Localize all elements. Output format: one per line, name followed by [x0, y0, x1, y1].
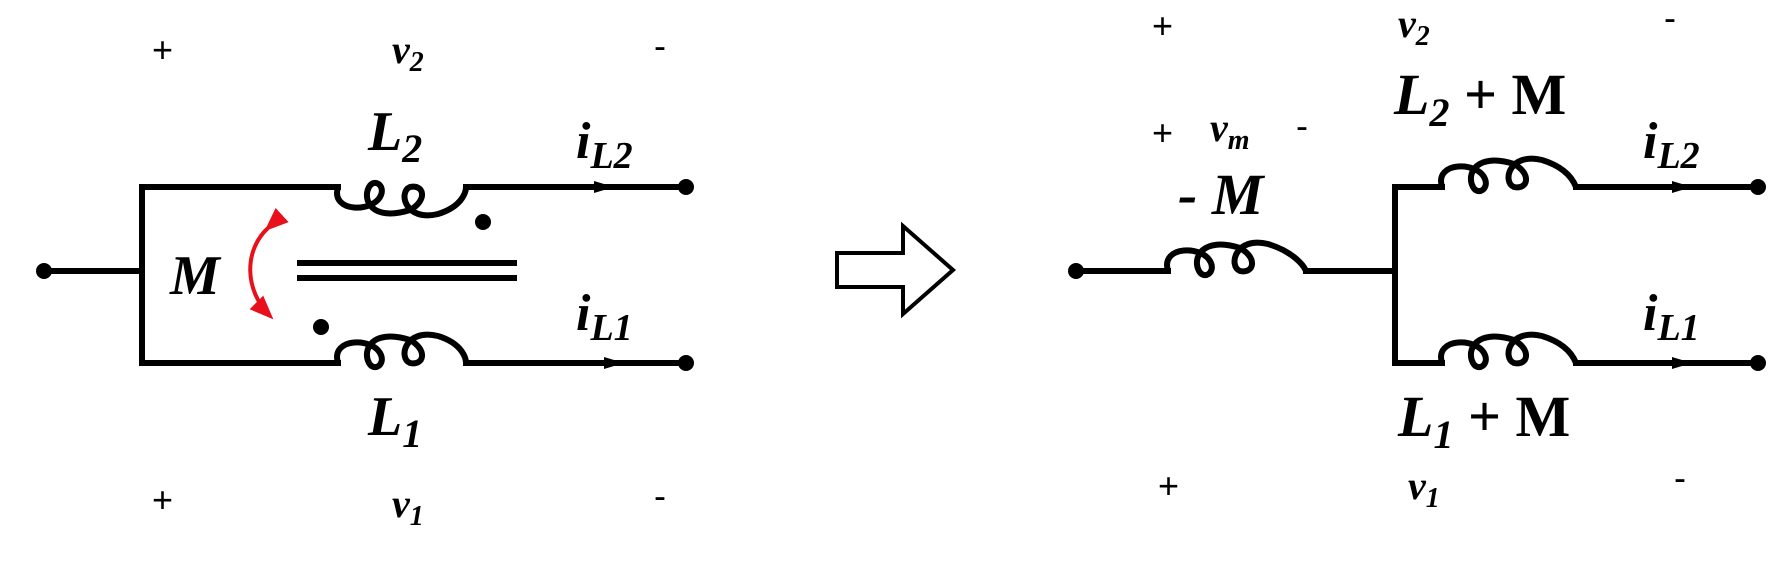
mutual-coupling-arrow [248, 207, 289, 320]
right-v2-minus: - [1664, 0, 1676, 38]
inductor-L2-coil [334, 179, 469, 219]
right-iL2-label: iL2 [1643, 113, 1700, 177]
left-L1-label: L1 [367, 386, 422, 456]
left-iL2-label: iL2 [576, 113, 633, 177]
right-v1-label: v1 [1408, 463, 1440, 514]
right-vm-label: vm [1210, 105, 1250, 156]
right-iL1-label: iL1 [1643, 285, 1700, 349]
inductor-L2-plus-M-coil [1438, 155, 1579, 195]
right-bottom-terminal [1750, 355, 1766, 371]
right-v1-minus: - [1674, 457, 1686, 498]
left-v1-minus: - [654, 475, 666, 516]
left-v2-minus: - [654, 25, 666, 66]
left-bottom-terminal [678, 355, 694, 371]
right-v2-label: v2 [1398, 1, 1430, 52]
right-hollow-arrow-icon [835, 221, 957, 319]
left-v2-label: v2 [392, 27, 424, 78]
left-L2-label: L2 [367, 101, 422, 171]
left-v2-plus: + [152, 29, 173, 70]
left-top-terminal [678, 179, 694, 195]
dot-L2 [475, 214, 491, 230]
left-v1-label: v1 [392, 481, 424, 532]
right-vm-plus: + [1152, 112, 1173, 153]
inductor-L1-coil [334, 331, 469, 371]
left-v1-plus: + [152, 479, 173, 520]
right-L2-plus-M-label: L2 + M [1393, 62, 1566, 135]
right-v1-plus: + [1158, 465, 1179, 506]
right-minus-M-label: - M [1178, 162, 1266, 227]
inductor-L1-plus-M-coil [1438, 331, 1579, 371]
right-circuit: + v2 - L2 + M + vm - - M iL2 iL1 L1 + M … [1068, 0, 1766, 514]
right-vm-minus: - [1296, 105, 1308, 146]
inductor-minus-M-coil [1164, 239, 1309, 279]
left-iL1-label: iL1 [576, 285, 633, 349]
left-circuit: + v2 - L2 iL2 M iL1 L1 + v1 - [36, 25, 694, 532]
dot-L1 [313, 319, 329, 335]
left-M-label: M [169, 245, 222, 307]
right-L1-plus-M-label: L1 + M [1397, 384, 1570, 457]
right-top-terminal [1750, 179, 1766, 195]
right-v2-plus: + [1152, 5, 1173, 46]
